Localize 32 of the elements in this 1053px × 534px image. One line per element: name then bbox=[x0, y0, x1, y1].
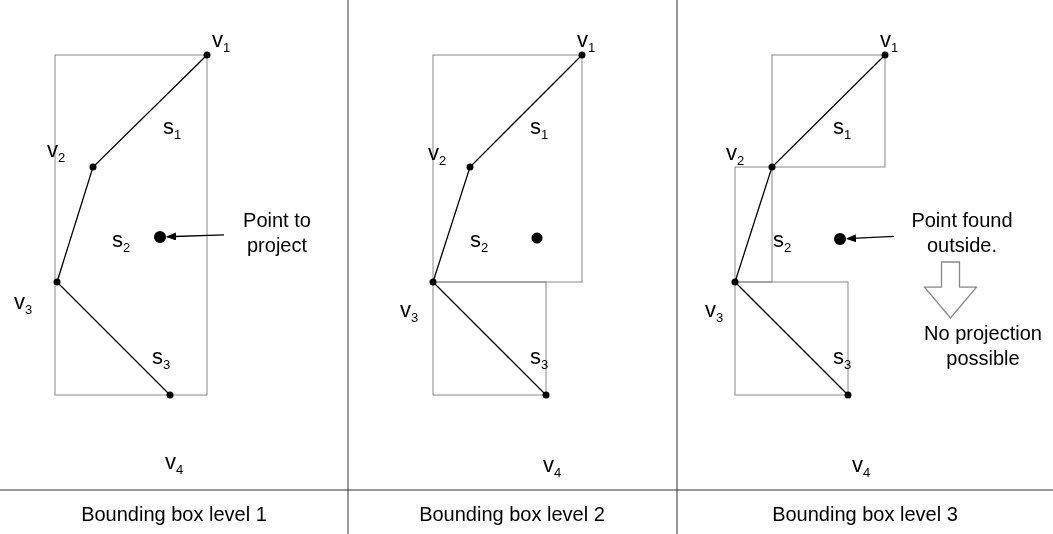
vertex-label: v$_{3}$ bbox=[705, 298, 724, 328]
annotation-text: No projection possible bbox=[916, 321, 1050, 371]
point-dot bbox=[834, 233, 846, 245]
vertex-label: v$_{3}$ bbox=[14, 290, 33, 320]
segment-label: s$_{1}$ bbox=[163, 115, 182, 145]
arrow bbox=[846, 234, 895, 243]
point-dot bbox=[154, 231, 166, 243]
segment-label: s$_{2}$ bbox=[773, 228, 792, 258]
annotation-text: Point found outside. bbox=[892, 208, 1032, 258]
segment-label: s$_{3}$ bbox=[530, 345, 549, 375]
vertex-label: v$_{1}$ bbox=[880, 28, 899, 58]
vertex-label: v$_{1}$ bbox=[577, 28, 596, 58]
vertex-label: v$_{2}$ bbox=[428, 141, 447, 171]
vertex-label: v$_{4}$ bbox=[852, 453, 871, 483]
segment-label: s$_{3}$ bbox=[833, 345, 852, 375]
vertex-label: v$_{2}$ bbox=[47, 138, 66, 168]
segment-label: s$_{2}$ bbox=[112, 228, 131, 258]
panel-caption: Bounding box level 2 bbox=[419, 502, 605, 526]
segment-label: s$_{1}$ bbox=[833, 115, 852, 145]
vertex-label: v$_{4}$ bbox=[543, 453, 562, 483]
segment-label: s$_{2}$ bbox=[470, 228, 489, 258]
arrow bbox=[166, 232, 225, 241]
segment-label: s$_{3}$ bbox=[152, 345, 171, 375]
vertex-label: v$_{3}$ bbox=[400, 298, 419, 328]
vertex-label: v$_{2}$ bbox=[726, 141, 745, 171]
block-arrow bbox=[923, 261, 978, 319]
panel-caption: Bounding box level 3 bbox=[772, 502, 958, 526]
segment-label: s$_{1}$ bbox=[530, 115, 549, 145]
panel-caption: Bounding box level 1 bbox=[81, 502, 267, 526]
vertex-label: v$_{1}$ bbox=[212, 28, 231, 58]
annotation-text: Point to project bbox=[222, 208, 332, 258]
vertex-label: v$_{4}$ bbox=[165, 450, 184, 480]
